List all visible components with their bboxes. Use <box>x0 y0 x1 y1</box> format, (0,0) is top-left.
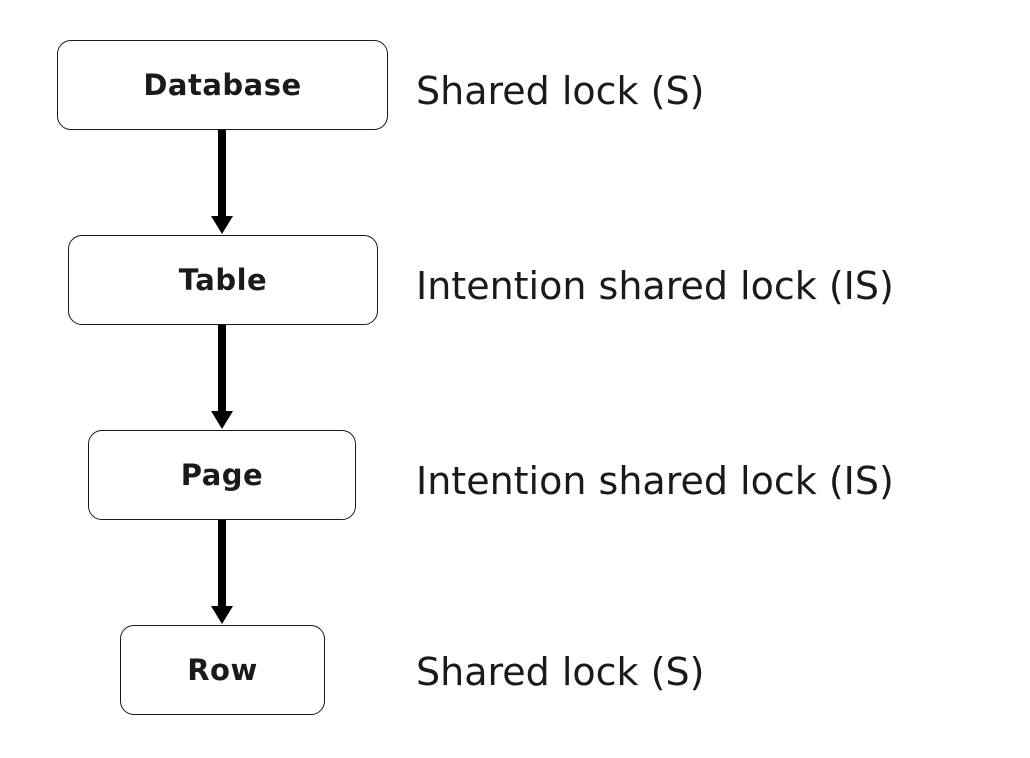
node-table: Table <box>68 235 378 325</box>
arrow-database-to-table <box>211 130 233 234</box>
lock-label-page: Intention shared lock (IS) <box>416 459 894 503</box>
arrow-table-to-page <box>211 325 233 429</box>
arrow-page-to-row <box>211 520 233 624</box>
node-row: Row <box>120 625 325 715</box>
lock-label-database: Shared lock (S) <box>416 69 705 113</box>
node-database: Database <box>57 40 388 130</box>
lock-label-row: Shared lock (S) <box>416 650 705 694</box>
lock-label-table: Intention shared lock (IS) <box>416 264 894 308</box>
node-page: Page <box>88 430 356 520</box>
